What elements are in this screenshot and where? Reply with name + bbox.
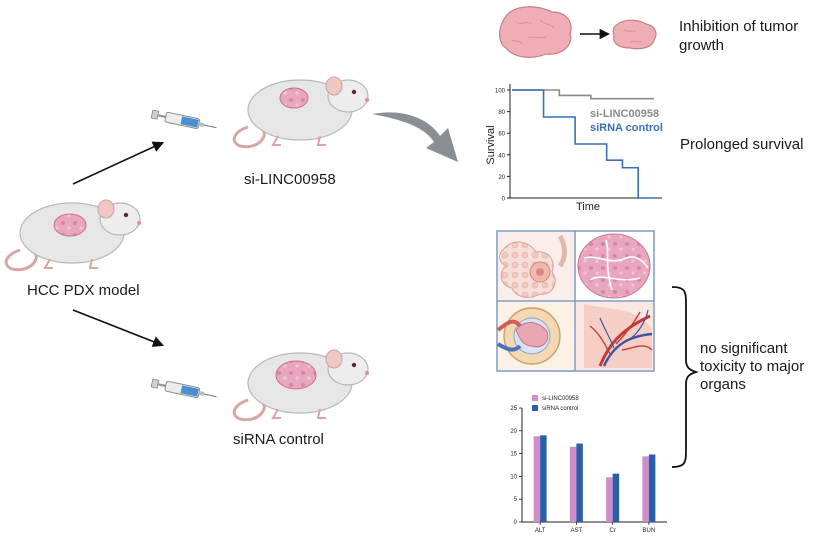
bar-ytick-label: 20 [510, 429, 517, 435]
survival-ytick-label: 20 [498, 175, 505, 181]
survival-line-treatment [512, 89, 654, 100]
bar-legend-treatment: si-LINC00958 [542, 396, 579, 402]
syringe-treatment-icon [150, 109, 217, 129]
bar-legend-swatch-control [532, 405, 538, 411]
survival-ylabel: Survival [485, 125, 497, 164]
bar-ytick-label: 15 [510, 452, 517, 458]
bar-cr-control [612, 473, 620, 522]
bar-legend-control: siRNA control [542, 406, 578, 412]
survival-outcome-label: Prolonged survival [680, 136, 804, 153]
bar-xtick-label: AST [571, 528, 583, 534]
survival-ytick-label: 80 [498, 110, 505, 116]
bar-ytick-label: 10 [510, 474, 517, 480]
kidney-illustration [496, 302, 574, 370]
liver-histology-illustration [576, 232, 653, 300]
syringe-control-icon [150, 378, 217, 398]
survival-legend-treatment: si-LINC00958 [590, 108, 659, 120]
mouse-model-illustration [4, 199, 141, 272]
inhibition-label: Inhibition of tumor growth [679, 18, 799, 54]
bar-ast-control [576, 443, 583, 522]
bar-ytick-label: 25 [510, 406, 517, 412]
curly-brace [671, 286, 699, 468]
bar-chart: 0 5 10 15 20 25 ALT AST Cr BUN si-LINC00958 siRN… [510, 395, 667, 534]
bar-xtick-label: ALT [535, 528, 546, 534]
bar-xtick-label: BUN [643, 528, 656, 534]
survival-ytick-label: 60 [498, 132, 505, 138]
arrow-to-treatment [72, 141, 165, 185]
survival-line-control [512, 89, 654, 199]
bar-cr-treatment [606, 477, 613, 522]
arrow-to-control [72, 309, 165, 347]
bar-bun-control [648, 454, 656, 522]
survival-ytick-label: 100 [495, 89, 506, 95]
bar-bun-treatment [642, 456, 649, 522]
model-label: HCC PDX model [27, 282, 140, 299]
bar-legend-swatch-treatment [532, 395, 538, 401]
organ-panel [496, 230, 655, 372]
survival-ytick-label: 0 [502, 197, 506, 203]
survival-legend-control: siRNA control [590, 122, 663, 134]
mouse-treatment-illustration [232, 76, 369, 149]
lung-tissue-illustration [498, 232, 574, 300]
bar-alt-control [540, 435, 547, 522]
outcome-arrow [372, 112, 458, 162]
treatment-label: si-LINC00958 [244, 171, 336, 188]
bar-ytick-label: 0 [514, 520, 518, 526]
bar-alt-treatment [533, 436, 541, 522]
heart-vessels-illustration [576, 302, 653, 370]
mouse-control-illustration [232, 349, 369, 422]
toxicity-label: no significant toxicity to major organs [700, 340, 805, 393]
survival-xlabel: Time [576, 201, 600, 213]
tumor-shrink-illustration [499, 6, 657, 58]
bar-ast-treatment [569, 446, 577, 522]
bar-ytick-label: 5 [514, 497, 518, 503]
control-label: siRNA control [233, 431, 324, 448]
survival-ytick-label: 40 [498, 153, 505, 159]
bar-xtick-label: Cr [609, 528, 615, 534]
